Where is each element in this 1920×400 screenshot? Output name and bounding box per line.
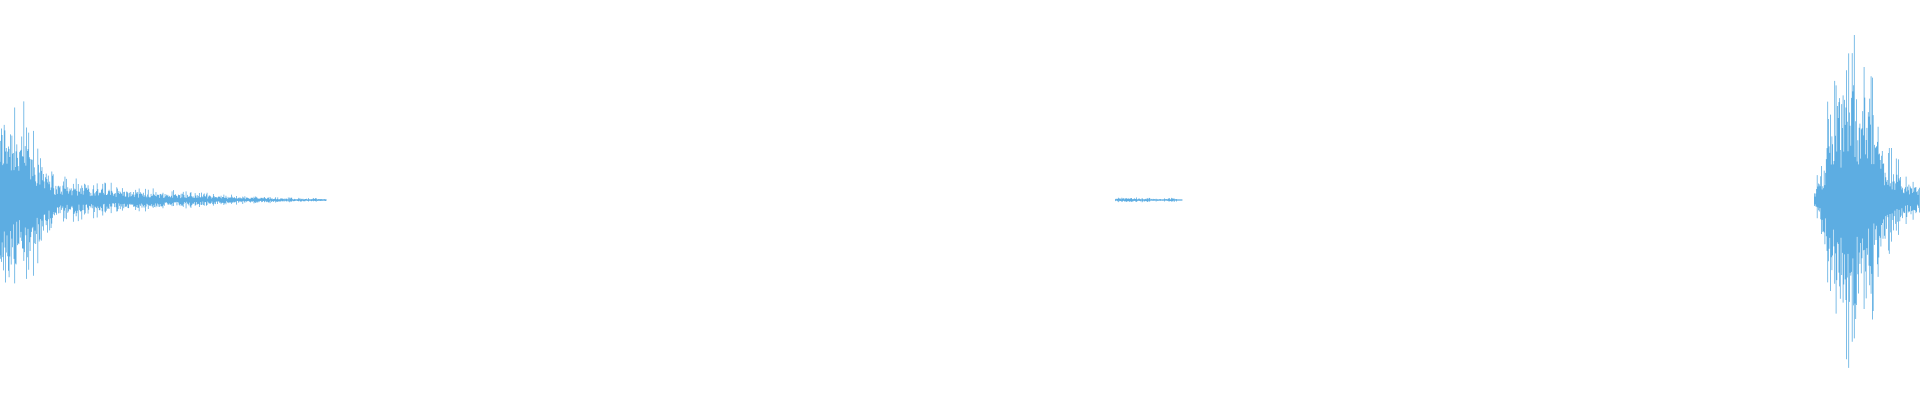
waveform-path-blip-middle <box>1115 197 1183 203</box>
waveform-samples <box>0 34 1920 368</box>
waveform-segment-burst-left <box>0 101 54 284</box>
waveform-segment-blip-middle <box>1115 197 1183 203</box>
waveform-segment-tail-left <box>53 176 327 222</box>
waveform-path-burst-left <box>0 101 54 284</box>
waveform-path-burst-right <box>1814 34 1920 368</box>
waveform-segment-burst-right <box>1814 34 1920 368</box>
waveform-path-tail-left <box>53 176 327 222</box>
